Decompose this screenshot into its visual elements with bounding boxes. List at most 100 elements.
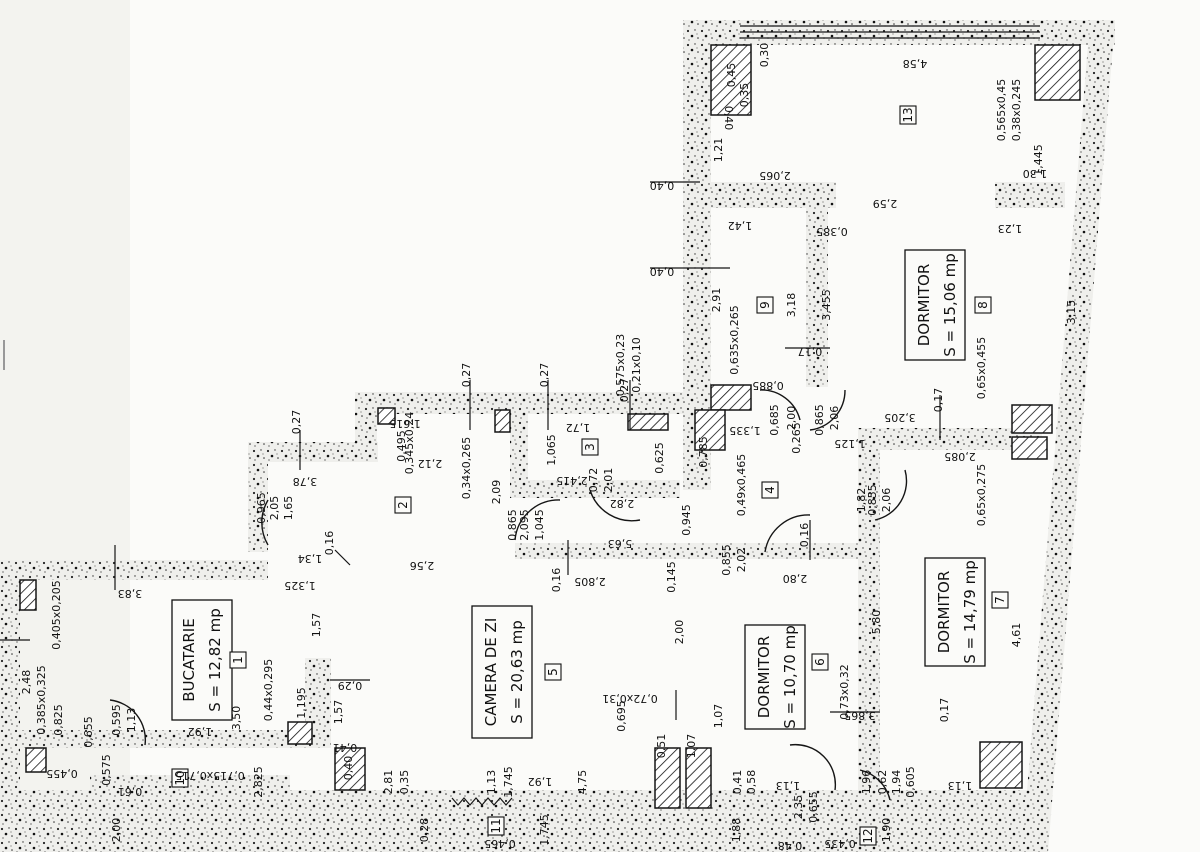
room-label-living: CAMERA DE ZI S = 20,63 mp bbox=[471, 605, 533, 739]
room-name: DORMITOR bbox=[755, 636, 773, 719]
dimension-label: 2,065 bbox=[759, 169, 791, 182]
dimension-label: 2,56 bbox=[410, 559, 435, 572]
dimension-label: 0,885 bbox=[752, 379, 784, 392]
dimension-label: 0,49x0,465 bbox=[735, 454, 748, 517]
room-num-1: 1 bbox=[229, 651, 247, 669]
room-number: 6 bbox=[813, 658, 827, 666]
dimension-label: 3,205 bbox=[884, 411, 916, 424]
dimension-label: 3,83 bbox=[118, 587, 143, 600]
dimension-label: 1,13 bbox=[948, 779, 973, 792]
dimension-label: 0,17 bbox=[932, 388, 945, 413]
room-num-13: 13 bbox=[899, 105, 917, 125]
dimension-label: 1,34 bbox=[298, 552, 323, 565]
dimension-label: 0,28 bbox=[418, 818, 431, 843]
dimension-label: 0,345x0,24 bbox=[403, 412, 416, 475]
dimension-label: 1,045 bbox=[533, 509, 546, 541]
dimension-label: 2,05 bbox=[268, 496, 281, 521]
dimension-label: 0,58 bbox=[745, 770, 758, 795]
dimension-label: 1,96 bbox=[860, 770, 873, 795]
dimension-label: 0,16 bbox=[798, 523, 811, 548]
doors bbox=[109, 389, 908, 806]
dimension-label: 1,88 bbox=[730, 818, 743, 843]
room-number: 12 bbox=[861, 828, 875, 843]
dimension-label: 2,085 bbox=[944, 450, 976, 463]
room-num-12: 12 bbox=[859, 826, 877, 846]
room-number: 8 bbox=[976, 301, 990, 309]
dimension-label: 2,06 bbox=[880, 488, 893, 513]
room-number: 4 bbox=[763, 486, 777, 494]
room-num-11: 11 bbox=[487, 816, 505, 836]
dimension-label: 1,72 bbox=[566, 421, 591, 434]
dimension-label: 0,38x0,245 bbox=[1010, 79, 1023, 142]
dimension-label: 0,495 bbox=[395, 430, 408, 462]
dimension-label: 0,575 bbox=[100, 754, 113, 786]
dimension-label: 0,72x0,31 bbox=[602, 692, 658, 705]
dimension-label: 1,57 bbox=[310, 613, 323, 638]
dimension-label: 3,78 bbox=[293, 475, 318, 488]
dimension-label: 0,45 bbox=[725, 63, 738, 88]
dimension-label: 0,30 bbox=[758, 43, 771, 68]
dimension-label: 0,34x0,265 bbox=[460, 437, 473, 500]
room-num-3: 3 bbox=[581, 438, 599, 456]
room-number: 13 bbox=[901, 107, 915, 122]
dimension-label: 2,06 bbox=[828, 406, 841, 431]
dimension-label: 0,825 bbox=[52, 704, 65, 736]
dimension-label: 0,41 bbox=[333, 741, 358, 754]
room-label-bedroom-8: DORMITOR S = 15,06 mp bbox=[904, 249, 966, 361]
dimension-label: 0,625 bbox=[653, 442, 666, 474]
dimension-label: 1,445 bbox=[1032, 144, 1045, 176]
room-num-5: 5 bbox=[544, 663, 562, 681]
dimension-label: 0,35 bbox=[398, 770, 411, 795]
dimension-label: 1,42 bbox=[728, 219, 753, 232]
dimension-label: 2,805 bbox=[574, 575, 606, 588]
dimension-label: 1,065 bbox=[545, 434, 558, 466]
dimension-label: 0,575x0,23 bbox=[614, 334, 627, 397]
dimension-label: 0,65x0,455 bbox=[975, 337, 988, 400]
dimension-label: 0,44x0,295 bbox=[262, 659, 275, 722]
room-num-2: 2 bbox=[394, 496, 412, 514]
dimension-label: 0,40 bbox=[722, 106, 735, 131]
dimension-label: 0,62 bbox=[876, 770, 889, 795]
dimension-label: 0,595 bbox=[110, 704, 123, 736]
dimension-label: 1,745 bbox=[502, 766, 515, 798]
dimension-label: 0,715x0,715 bbox=[175, 769, 245, 782]
dimension-label: 4,75 bbox=[576, 770, 589, 795]
window-top bbox=[740, 25, 1040, 39]
dimension-label: 2,00 bbox=[673, 620, 686, 645]
room-area: S = 15,06 mp bbox=[941, 253, 959, 356]
room-area: S = 20,63 mp bbox=[508, 620, 526, 723]
dimension-label: 3,15 bbox=[1065, 300, 1078, 325]
room-num-4: 4 bbox=[761, 481, 779, 499]
dimension-label: 0,965 bbox=[255, 492, 268, 524]
room-name: DORMITOR bbox=[935, 571, 953, 654]
dimension-label: 0,455 bbox=[46, 767, 78, 780]
dimension-label: 0,16 bbox=[550, 568, 563, 593]
room-name: BUCATARIE bbox=[180, 618, 198, 701]
dimension-label: 0,17 bbox=[798, 345, 823, 358]
dimension-label: 0,27 bbox=[618, 378, 631, 403]
dimension-label: 1,125 bbox=[834, 437, 866, 450]
dimension-label: 2,09 bbox=[490, 480, 503, 505]
room-label-kitchen: BUCATARIE S = 12,82 mp bbox=[171, 599, 233, 721]
dimension-label: 0,51 bbox=[655, 734, 668, 759]
dimension-label: 0,385x0,325 bbox=[35, 665, 48, 735]
dimension-label: 0,35 bbox=[738, 83, 751, 108]
dimension-label: 0,465 bbox=[484, 837, 516, 850]
scan-margin bbox=[0, 0, 130, 852]
dimension-label: 3,455 bbox=[820, 289, 833, 321]
dimension-label: 0,785 bbox=[697, 436, 710, 468]
dimension-label: 1,30 bbox=[1023, 167, 1048, 180]
room-num-10: 10 bbox=[171, 768, 189, 788]
room-num-6: 6 bbox=[811, 653, 829, 671]
dimension-label: 0,605 bbox=[904, 766, 917, 798]
room-name: CAMERA DE ZI bbox=[482, 618, 500, 727]
outer-walls bbox=[0, 20, 1115, 852]
dimension-label: 2,48 bbox=[20, 670, 33, 695]
dimension-label: 0,40 bbox=[342, 756, 355, 781]
dimension-label: 3,50 bbox=[230, 706, 243, 731]
dimension-label: 0,21x0,10 bbox=[630, 337, 643, 393]
dimension-label: 5,63 bbox=[608, 537, 633, 550]
dimension-label: 2,82 bbox=[610, 497, 635, 510]
dimension-label: 0,655 bbox=[82, 716, 95, 748]
room-name: DORMITOR bbox=[915, 264, 933, 347]
